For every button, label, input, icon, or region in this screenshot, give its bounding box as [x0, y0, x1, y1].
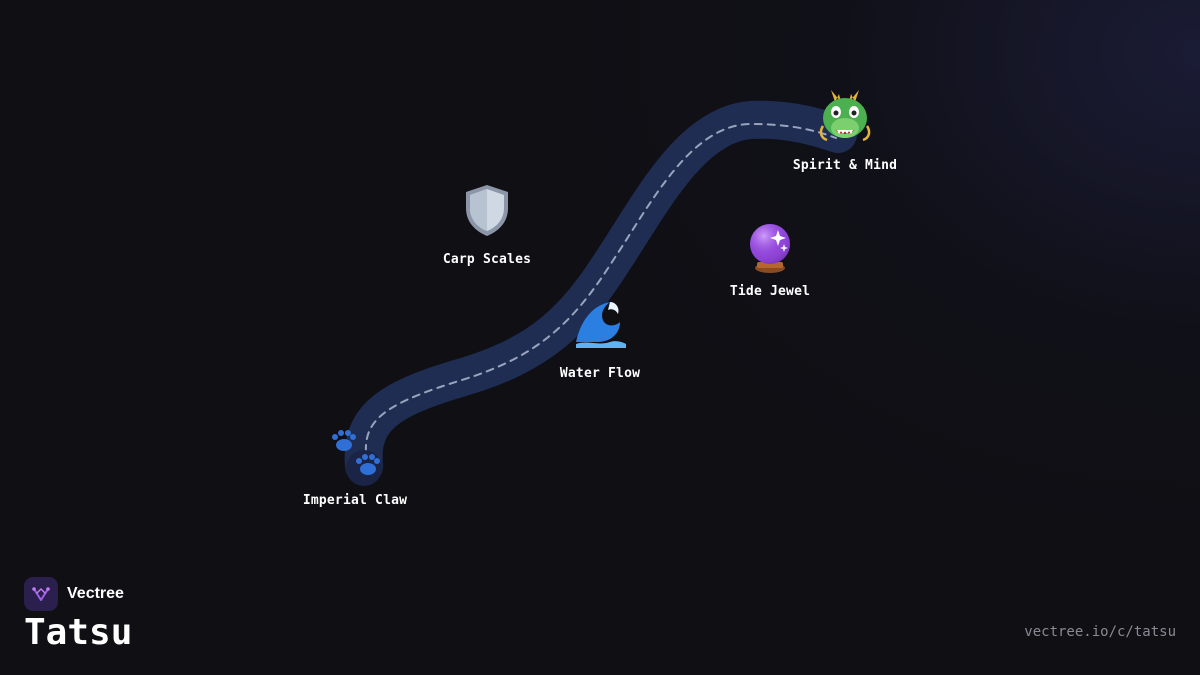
wave-icon [576, 302, 626, 348]
crystal-ball-icon [750, 224, 790, 273]
brand[interactable]: Vectree [24, 577, 124, 611]
page-title: Tatsu [24, 612, 133, 653]
shield-icon [466, 185, 508, 236]
skill-node-spirit-mind[interactable]: Spirit & Mind [755, 86, 935, 173]
skill-node-water-flow[interactable]: Water Flow [510, 294, 690, 381]
skill-node-label: Imperial Claw [302, 493, 408, 508]
dragon-face-icon [819, 90, 871, 142]
skill-node-label: Tide Jewel [729, 284, 811, 299]
paw-prints-icon [332, 430, 380, 475]
brand-name: Vectree [67, 585, 124, 602]
skill-node-tide-jewel[interactable]: Tide Jewel [680, 218, 860, 299]
vectree-logo-icon [24, 577, 58, 611]
skill-node-label: Carp Scales [442, 252, 532, 267]
skill-node-label: Water Flow [559, 366, 641, 381]
skill-node-imperial-claw[interactable]: Imperial Claw [265, 425, 445, 508]
skill-node-carp-scales[interactable]: Carp Scales [397, 180, 577, 267]
skill-path-dashes [364, 122, 837, 453]
site-url[interactable]: vectree.io/c/tatsu [1024, 624, 1176, 640]
skill-node-label: Spirit & Mind [792, 158, 898, 173]
